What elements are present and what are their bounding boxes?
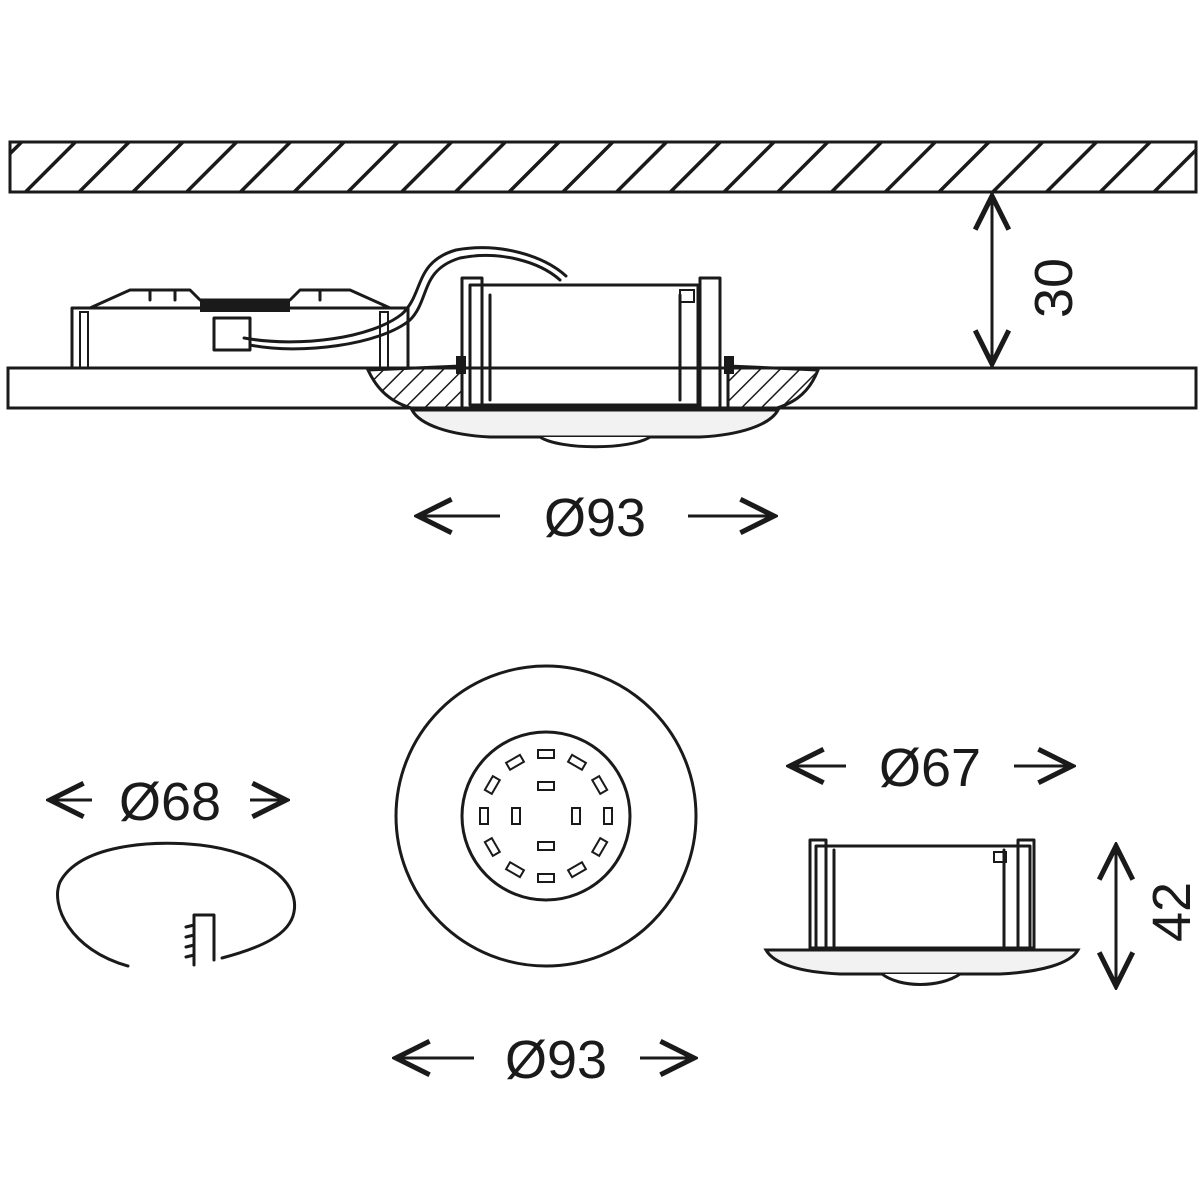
trim-ring [409, 408, 781, 439]
cable [248, 254, 562, 351]
spring-clip [184, 913, 216, 967]
cable [242, 246, 568, 344]
lens [539, 435, 651, 449]
led-array [479, 749, 613, 883]
housing-view: Ø67 42 [763, 738, 1202, 986]
front-view: Ø93 [396, 664, 696, 1090]
led-chip [603, 807, 613, 825]
led-chip [483, 836, 502, 858]
housing-side [456, 276, 734, 410]
led-chip [566, 753, 588, 772]
side-diameter-label: Ø93 [544, 488, 646, 548]
led-chip [537, 781, 555, 791]
led-chip [590, 774, 609, 796]
led-chip [537, 841, 555, 851]
front-diameter-label: Ø93 [505, 1030, 607, 1090]
housing-height-label: 42 [1142, 882, 1202, 942]
ceiling-panel [6, 366, 1198, 410]
led-chip [504, 753, 526, 772]
housing-lens [881, 972, 961, 986]
led-chip [537, 873, 555, 883]
led-chip [571, 807, 581, 825]
ceiling-slab [8, 140, 1198, 194]
housing-trim [763, 948, 1081, 976]
cutout-diameter-label: Ø68 [119, 772, 221, 832]
side-view: 30 Ø93 [6, 140, 1198, 548]
led-chip [504, 860, 526, 879]
clearance-label: 30 [1024, 258, 1084, 318]
led-chip [479, 807, 489, 825]
led-chip [483, 774, 502, 796]
led-chip [566, 860, 588, 879]
cutout-ring [56, 841, 297, 968]
cutout-view: Ø68 [50, 772, 297, 968]
led-chip [511, 807, 521, 825]
front-lens [460, 730, 632, 902]
led-chip [590, 836, 609, 858]
housing-diameter-label: Ø67 [879, 738, 981, 798]
driver-box [70, 288, 410, 370]
led-chip [537, 749, 555, 759]
